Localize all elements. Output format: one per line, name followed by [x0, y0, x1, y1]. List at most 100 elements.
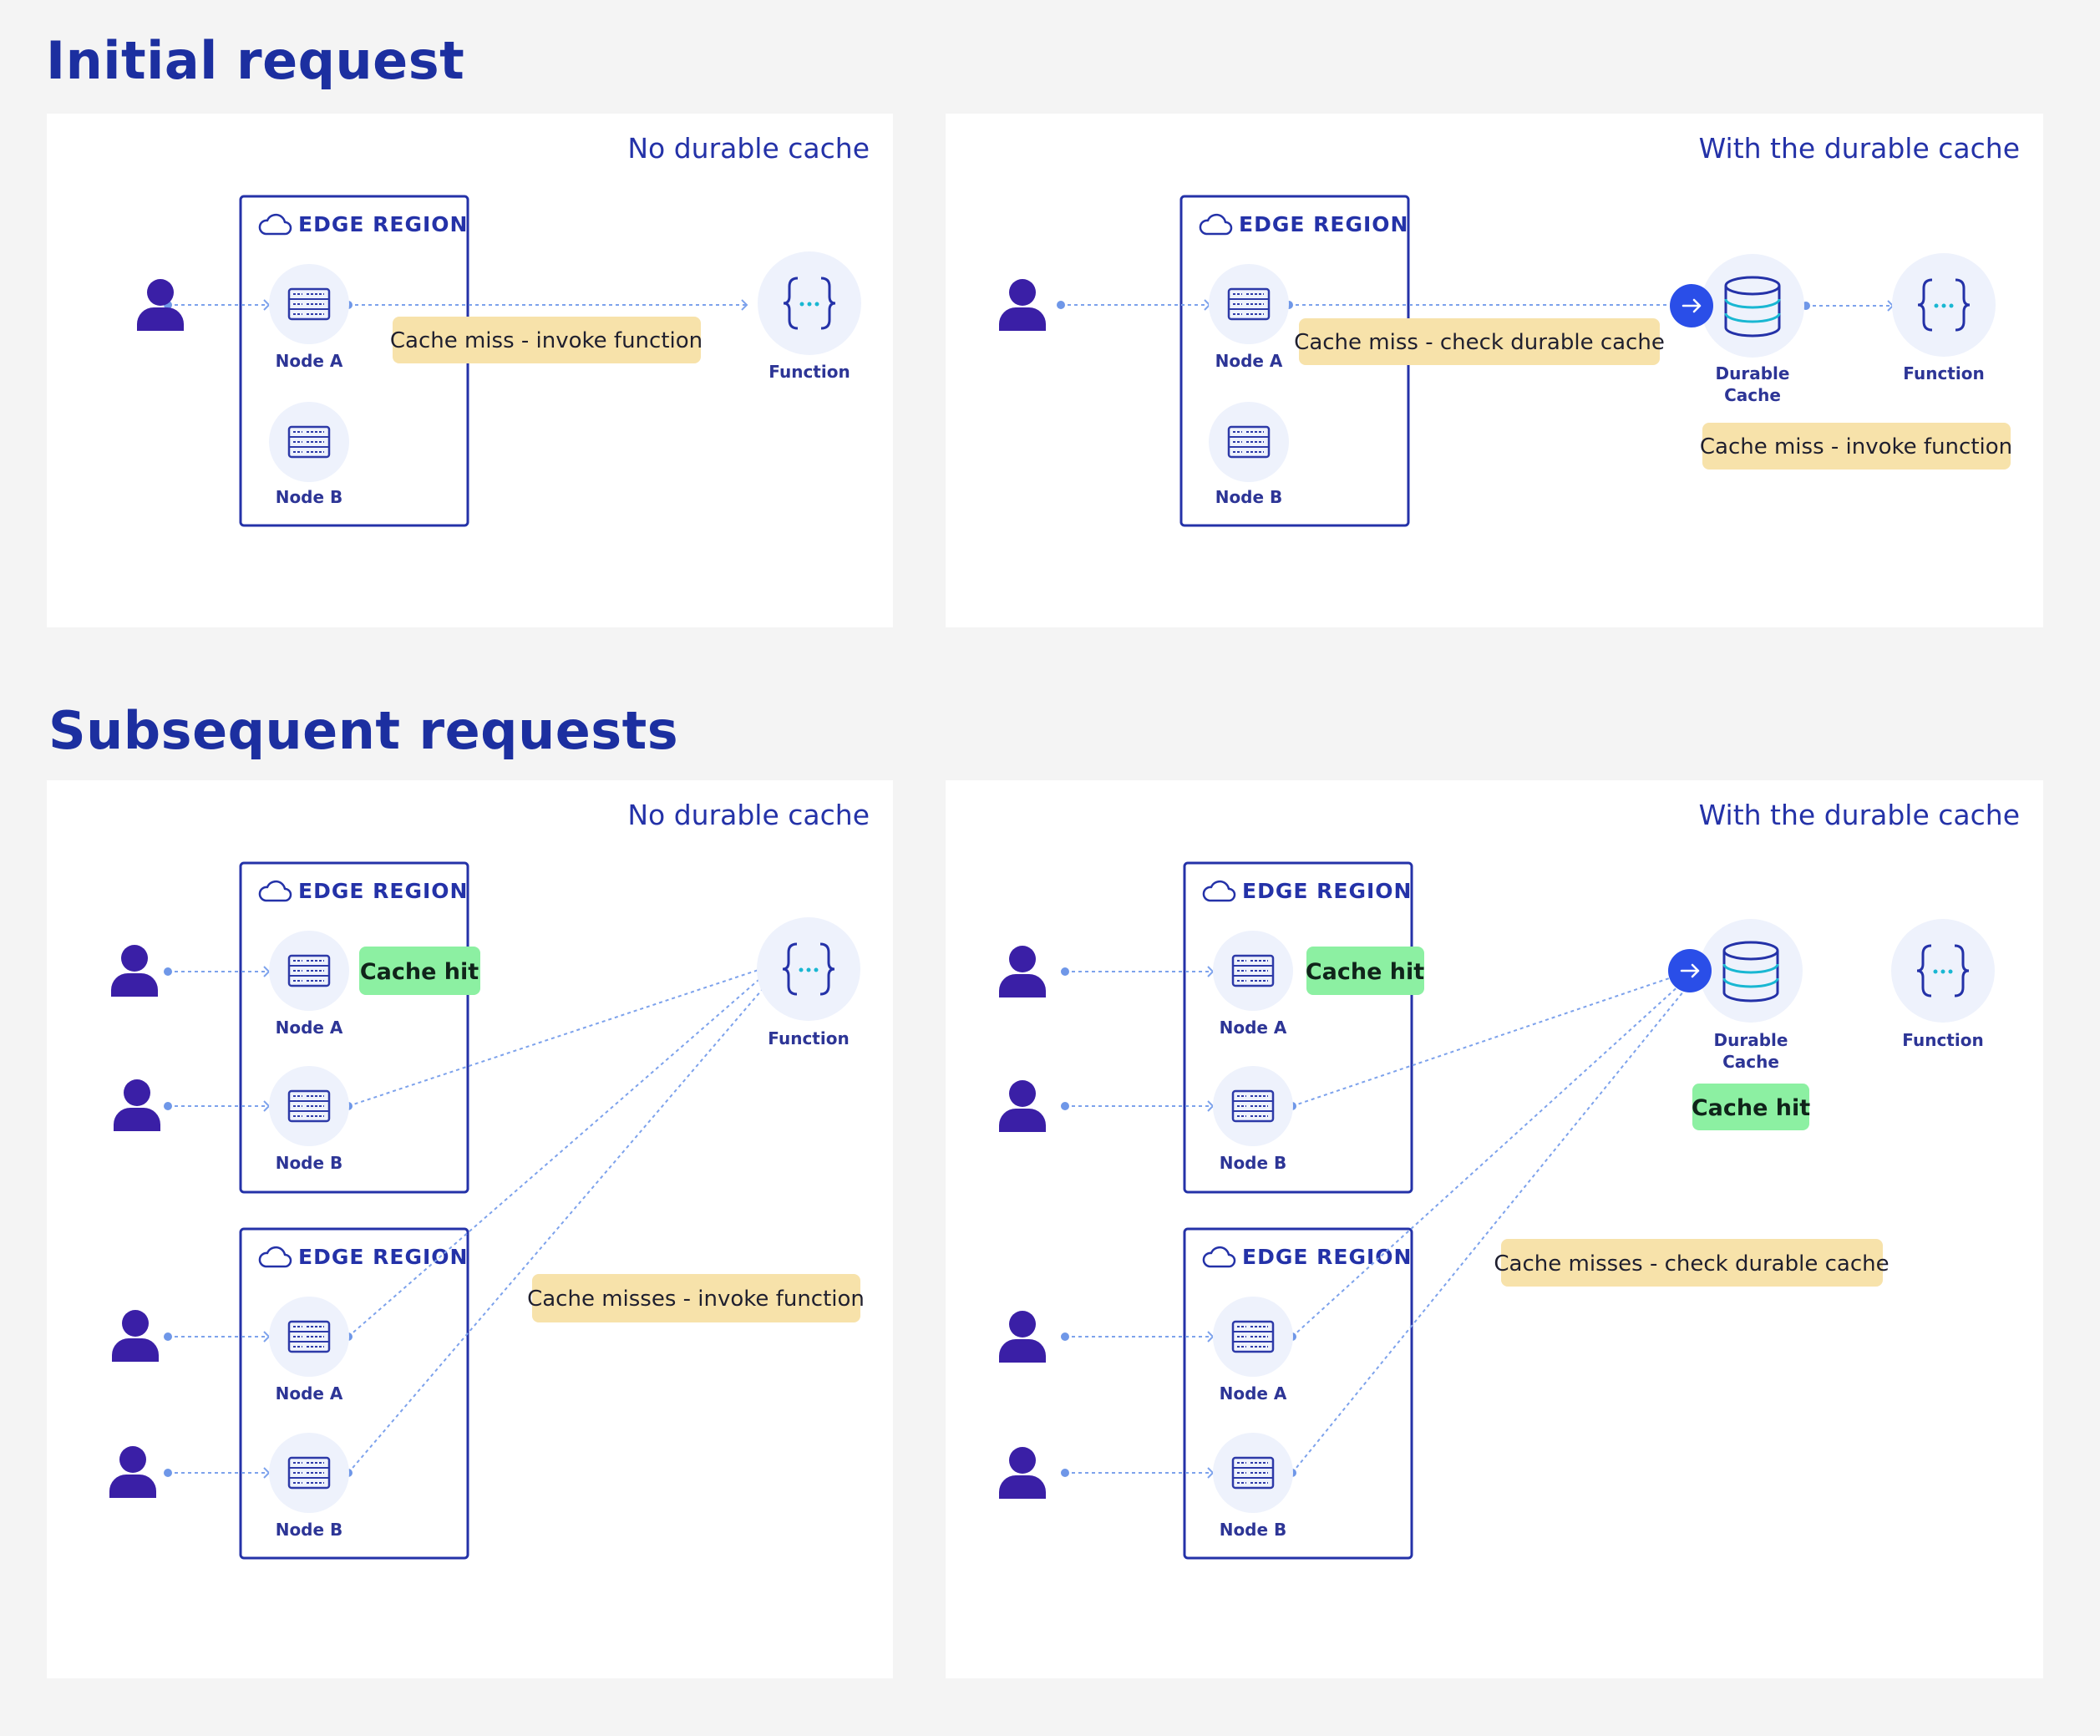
diagram-initial-no-cache: EDGE REGION Node A	[137, 195, 861, 527]
panel-initial-with-cache: With the durable cache EDGE REGION Node …	[946, 114, 2043, 627]
durable-cache-label-line2: Cache	[1724, 385, 1781, 405]
function-label: Function	[768, 362, 850, 382]
tag-cache-miss-text: Cache miss - invoke function	[390, 328, 703, 353]
tag-cache-hit: Cache hit	[1306, 947, 1424, 995]
chevron-right-icon	[263, 299, 271, 311]
flow-dot	[164, 1332, 172, 1341]
panel-subsequent-no-cache: No durable cache EDGE REGION EDGE REGION…	[47, 780, 893, 1678]
tag-cache-hit-text: Cache hit	[360, 959, 479, 985]
edge-region: EDGE REGION	[1183, 1227, 1413, 1560]
cloud-icon	[1199, 213, 1233, 236]
section-title-subsequent: Subsequent requests	[48, 700, 679, 761]
tag-cache-miss-check-text: Cache miss - check durable cache	[1294, 330, 1665, 355]
flow-dot	[164, 967, 172, 976]
flow-dot	[1061, 1102, 1069, 1110]
panel-initial-no-cache: No durable cache EDGE REGION Node A	[47, 114, 893, 627]
chevron-right-icon	[1207, 966, 1215, 977]
braces-icon	[782, 942, 835, 996]
tag-cache-misses-check-text: Cache misses - check durable cache	[1494, 1251, 1889, 1277]
node-b-label: Node B	[276, 487, 343, 507]
node-a	[269, 264, 349, 344]
node-b-label: Node B	[276, 1153, 343, 1173]
chevron-right-icon	[263, 966, 271, 977]
edge-region: EDGE REGION	[239, 195, 469, 527]
edge-region: EDGE REGION	[1183, 861, 1413, 1194]
server-icon	[1227, 287, 1271, 321]
server-icon	[287, 1320, 331, 1353]
node-b	[1213, 1066, 1293, 1146]
tag-cache-misses: Cache misses - invoke function	[527, 1274, 865, 1322]
server-icon	[287, 287, 331, 321]
function-node	[1892, 253, 1996, 357]
user-icon	[999, 1080, 1046, 1132]
node-b	[269, 1066, 349, 1146]
node-a	[1213, 931, 1293, 1011]
node-b-label: Node B	[1220, 1153, 1287, 1173]
user-icon	[137, 279, 184, 331]
database-icon	[1724, 276, 1781, 338]
edge-region-label: EDGE REGION	[1242, 879, 1412, 903]
function-label: Function	[768, 1028, 849, 1048]
server-icon	[287, 954, 331, 987]
cloud-icon	[258, 1246, 292, 1268]
arrow-right-icon	[1670, 284, 1713, 327]
server-icon	[1231, 1320, 1275, 1353]
server-icon	[287, 1456, 331, 1490]
flow-dot	[1057, 301, 1065, 309]
server-icon	[287, 1089, 331, 1123]
tag-cache-miss-check: Cache miss - check durable cache	[1294, 318, 1665, 365]
node-a	[269, 1297, 349, 1377]
flow-line	[1291, 990, 1685, 1474]
node-b	[269, 1433, 349, 1513]
node-b	[1209, 402, 1289, 482]
edge-region-label: EDGE REGION	[1242, 1245, 1412, 1269]
node-a-label: Node A	[276, 1018, 343, 1038]
durable-cache-label-line1: Durable	[1714, 1030, 1788, 1050]
user-icon	[114, 1079, 160, 1131]
chevron-right-icon	[741, 299, 748, 311]
panel-title: No durable cache	[627, 132, 870, 165]
diagram-initial-with-cache: EDGE REGION Node A	[999, 195, 2012, 527]
node-b	[269, 402, 349, 482]
braces-icon	[1916, 944, 1970, 997]
node-b	[1213, 1433, 1293, 1513]
durable-cache-node	[1699, 919, 1803, 1023]
user-icon	[999, 1447, 1046, 1499]
tag-cache-misses-text: Cache misses - invoke function	[527, 1287, 865, 1312]
node-a	[269, 931, 349, 1011]
node-a-label: Node A	[1215, 351, 1283, 371]
panel-title: With the durable cache	[1698, 132, 2020, 165]
durable-cache-label-line1: Durable	[1716, 363, 1790, 383]
tag-cache-miss-invoke-text: Cache miss - invoke function	[1700, 434, 2012, 459]
node-a	[1213, 1297, 1293, 1377]
edge-region-label: EDGE REGION	[298, 879, 468, 903]
diagram-subsequent-with-cache: EDGE REGION EDGE REGION Node A Node B No…	[999, 861, 1995, 1560]
server-icon	[1231, 1089, 1275, 1123]
user-icon	[112, 1310, 159, 1362]
server-icon	[1231, 1456, 1275, 1490]
node-a	[1209, 264, 1289, 344]
braces-icon	[1917, 278, 1971, 332]
user-icon	[109, 1446, 156, 1498]
edge-region-border	[1183, 1227, 1413, 1560]
node-a-label: Node A	[276, 1383, 343, 1404]
edge-region-border	[239, 861, 469, 1194]
function-node	[1891, 919, 1995, 1023]
user-icon	[111, 945, 158, 997]
tag-cache-hit: Cache hit	[1692, 1084, 1810, 1130]
cloud-icon	[258, 213, 292, 236]
node-a-label: Node A	[1220, 1383, 1287, 1404]
tag-cache-hit: Cache hit	[359, 947, 480, 995]
section-title-initial: Initial request	[46, 30, 465, 91]
flow-dot	[1061, 1469, 1069, 1477]
user-icon	[999, 1311, 1046, 1363]
edge-region-label: EDGE REGION	[1239, 212, 1408, 236]
flow-dot	[164, 1469, 172, 1477]
edge-region-border	[1183, 861, 1413, 1194]
edge-region: EDGE REGION	[239, 861, 469, 1194]
function-node	[757, 917, 860, 1021]
panel-title: With the durable cache	[1698, 799, 2020, 831]
flow-dot	[1061, 1332, 1069, 1341]
flow-line	[1291, 974, 1680, 1107]
server-icon	[287, 425, 331, 459]
